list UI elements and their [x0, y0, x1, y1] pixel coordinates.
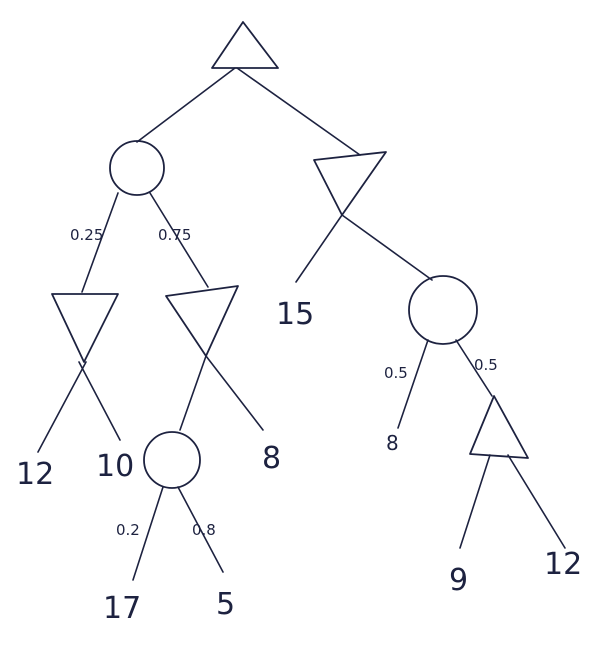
prob-label-right-2: 0.5: [474, 356, 498, 374]
edge-min-ll-leaf-12: [37, 361, 87, 453]
leaf-value-15: 15: [276, 297, 314, 332]
edge-chance-left-min-ll: [81, 192, 119, 293]
leaf-values: 12 10 8 17 5 15 8 9 12: [16, 297, 582, 626]
tree-edges: [37, 67, 566, 581]
chance-circle-llr: [143, 431, 201, 489]
prob-label-left-1: 0.25: [70, 226, 103, 244]
edge-chance-left-min-lr: [149, 192, 209, 288]
tree-nodes: [51, 21, 529, 489]
edge-root-min-right: [236, 67, 361, 156]
prob-label-low-2: 0.8: [192, 521, 216, 539]
edge-chance-llr-leaf-5: [177, 486, 224, 573]
edge-min-lr-leaf-8: [205, 355, 264, 431]
edge-max-rrr-leaf-9: [459, 454, 491, 549]
edge-min-lr-chance-llr: [179, 355, 207, 431]
prob-label-low-1: 0.2: [116, 521, 140, 539]
leaf-value-8-right: 8: [386, 431, 399, 455]
edge-min-ll-leaf-10: [78, 361, 121, 441]
leaf-value-10: 10: [96, 449, 134, 484]
edge-max-rrr-leaf-12: [507, 454, 566, 549]
leaf-value-12-left: 12: [16, 457, 54, 492]
min-triangle-lr: [165, 285, 239, 357]
leaf-value-17: 17: [103, 591, 141, 626]
leaf-value-5: 5: [216, 587, 235, 622]
probability-labels: 0.25 0.75 0.2 0.8 0.5 0.5: [70, 226, 498, 539]
leaf-value-12-right: 12: [544, 547, 582, 582]
max-triangle-root: [211, 21, 279, 69]
edge-root-chance-left: [136, 67, 236, 143]
min-triangle-ll: [51, 293, 119, 363]
edge-chance-llr-leaf-17: [132, 486, 164, 581]
edge-chance-rr-max-rrr: [455, 339, 493, 397]
edge-min-right-leaf-15: [295, 214, 343, 283]
min-triangle-right: [313, 151, 387, 216]
leaf-value-8-left: 8: [262, 441, 281, 476]
chance-circle-rr: [408, 275, 478, 345]
max-triangle-rrr: [469, 395, 529, 459]
leaf-value-9: 9: [449, 563, 468, 598]
edge-chance-rr-leaf-8: [397, 339, 429, 429]
prob-label-right-1: 0.5: [384, 364, 408, 382]
chance-circle-left: [109, 140, 165, 196]
prob-label-left-2: 0.75: [158, 226, 191, 244]
edge-min-right-chance-rr: [341, 214, 433, 281]
